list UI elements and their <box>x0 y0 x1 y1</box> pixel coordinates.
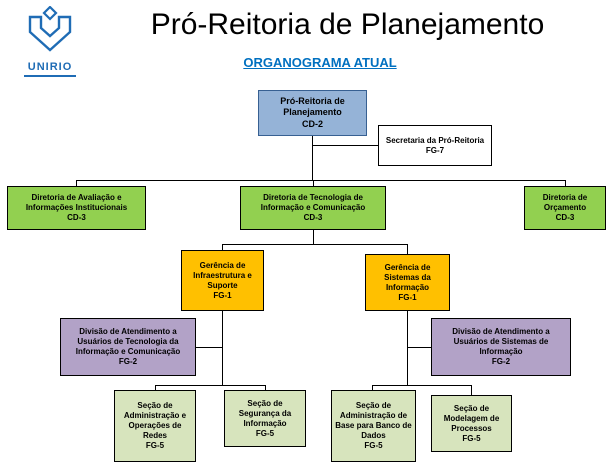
unirio-logo-text: UNIRIO <box>23 60 77 77</box>
org-node-gerencia-infraestrutura: Gerência de Infraestrutura e Suporte FG-… <box>181 250 264 311</box>
node-grade: FG-2 <box>491 357 511 366</box>
connector-line <box>471 385 472 395</box>
node-label: Diretoria de Tecnologia de Informação e … <box>260 193 366 212</box>
org-node-diretoria-avaliacao: Diretoria de Avaliação e Informações Ins… <box>7 186 146 230</box>
connector-line <box>372 385 471 386</box>
connector-line <box>407 244 408 254</box>
node-grade: CD-2 <box>301 118 323 129</box>
node-label: Seção de Segurança da Informação <box>238 398 292 428</box>
connector-line <box>313 230 314 244</box>
org-node-secao-modelagem: Seção de Modelagem de Processos FG-5 <box>431 395 512 452</box>
connector-line <box>222 244 408 245</box>
node-label: Seção de Administração de Base para Banc… <box>335 401 412 440</box>
connector-line <box>155 385 265 386</box>
node-label: Diretoria de Orçamento <box>542 193 588 212</box>
node-grade: CD-3 <box>555 213 575 222</box>
connector-line <box>312 136 313 180</box>
connector-line <box>312 145 378 146</box>
node-label: Gerência de Infraestrutura e Suporte <box>193 260 252 290</box>
org-node-divisao-atendimento-tic: Divisão de Atendimento a Usuários de Tec… <box>60 318 196 376</box>
connector-line <box>407 311 408 385</box>
org-node-divisao-atendimento-si: Divisão de Atendimento a Usuários de Sis… <box>431 318 571 376</box>
node-grade: CD-3 <box>67 213 86 222</box>
node-label: Seção de Modelagem de Processos <box>443 403 500 433</box>
node-label: Seção de Administração e Operações de Re… <box>123 401 187 440</box>
connector-line <box>565 180 566 186</box>
connector-line <box>372 385 373 390</box>
org-node-secretaria-pro-reitoria: Secretaria da Pró-Reitoria FG-7 <box>378 125 492 166</box>
connector-line <box>407 347 431 348</box>
page-title: Pró-Reitoria de Planejamento <box>150 8 545 41</box>
connector-line <box>313 180 314 186</box>
connector-line <box>76 180 77 186</box>
org-node-secao-seguranca: Seção de Segurança da Informação FG-5 <box>224 390 306 447</box>
node-grade: FG-5 <box>145 441 165 450</box>
org-node-secao-banco-dados: Seção de Administração de Base para Banc… <box>331 390 416 462</box>
node-label: Pró-Reitoria de Planejamento <box>280 96 345 118</box>
org-node-diretoria-orcamento: Diretoria de Orçamento CD-3 <box>524 186 606 230</box>
unirio-logo: UNIRIO <box>14 5 86 77</box>
org-node-gerencia-sistemas: Gerência de Sistemas da Informação FG-1 <box>365 254 450 311</box>
connector-line <box>222 244 223 250</box>
node-label: Divisão de Atendimento a Usuários de Sis… <box>452 327 550 356</box>
node-grade: FG-7 <box>425 145 445 155</box>
connector-line <box>76 180 565 181</box>
node-label: Secretaria da Pró-Reitoria <box>385 135 485 145</box>
node-grade: FG-2 <box>118 357 138 366</box>
node-label: Diretoria de Avaliação e Informações Ins… <box>25 193 128 212</box>
connector-line <box>222 311 223 385</box>
node-grade: FG-5 <box>462 433 481 443</box>
node-grade: FG-1 <box>213 290 232 300</box>
org-node-diretoria-tecnologia: Diretoria de Tecnologia de Informação e … <box>240 186 386 230</box>
node-label: Divisão de Atendimento a Usuários de Tec… <box>75 327 181 356</box>
org-node-pro-reitoria-planejamento: Pró-Reitoria de Planejamento CD-2 <box>258 90 367 136</box>
node-grade: FG-1 <box>398 292 417 302</box>
node-grade: CD-3 <box>303 213 323 222</box>
chart-subtitle: ORGANOGRAMA ATUAL <box>243 55 397 70</box>
connector-line <box>265 385 266 390</box>
unirio-crest-icon <box>28 5 72 52</box>
node-grade: FG-5 <box>255 428 275 438</box>
org-node-secao-redes: Seção de Administração e Operações de Re… <box>114 390 196 462</box>
connector-line <box>155 385 156 390</box>
node-grade: FG-5 <box>364 441 383 450</box>
node-label: Gerência de Sistemas da Informação <box>384 262 431 292</box>
connector-line <box>196 347 222 348</box>
